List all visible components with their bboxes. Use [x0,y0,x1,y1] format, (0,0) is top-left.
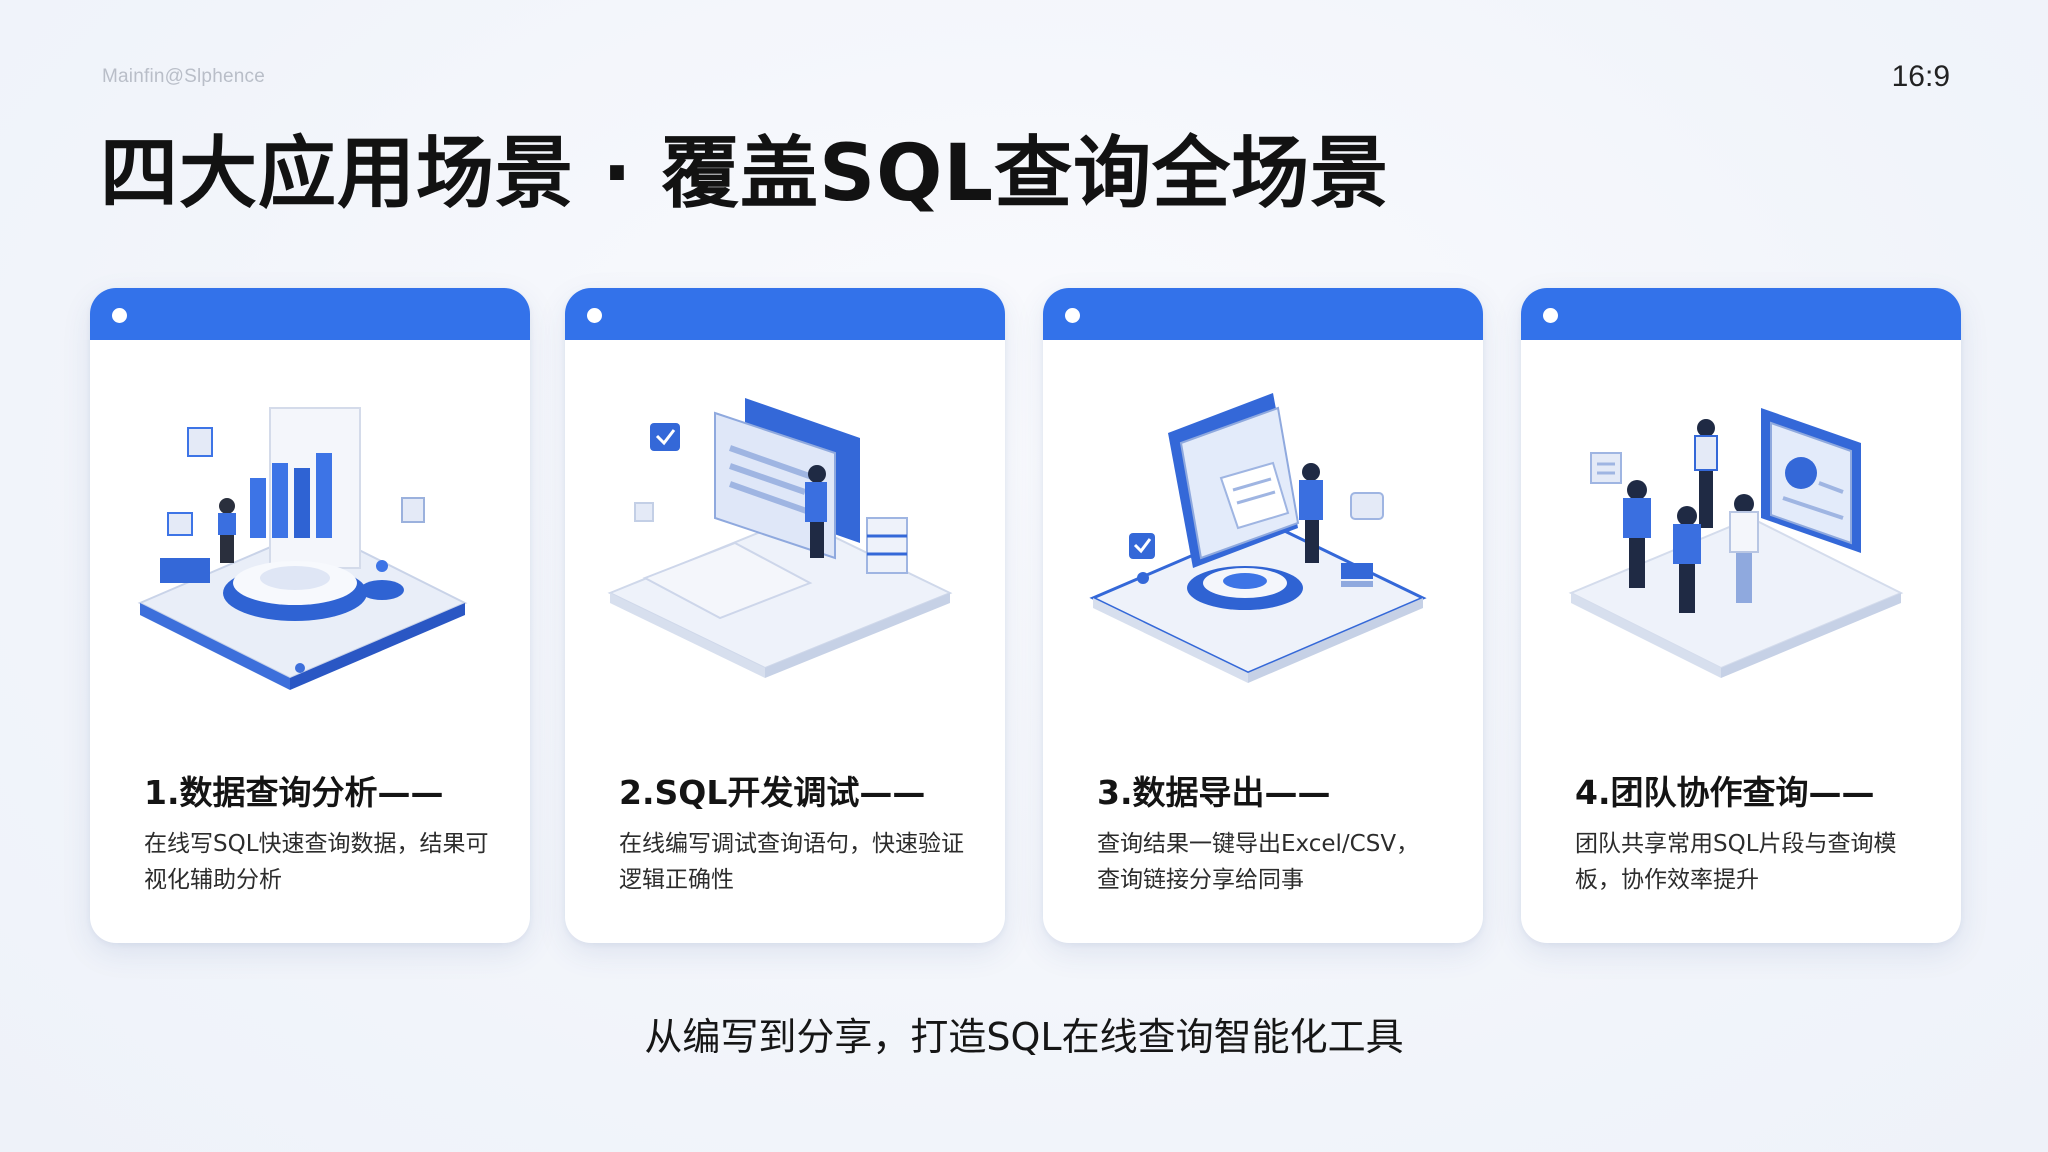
card-title: 2.SQL开发调试—— [619,773,926,812]
card-title: 3.数据导出—— [1097,773,1331,812]
watermark: Mainfin@Slphence [102,66,265,87]
header-dot-icon [587,308,602,323]
card-header-bar [1521,288,1961,340]
card-title: 4.团队协作查询—— [1575,773,1875,812]
card-title: 1.数据查询分析—— [144,773,444,812]
card-description: 查询结果一键导出Excel/CSV，查询链接分享给同事 [1097,831,1420,893]
scenario-card-data-export: 3.数据导出—— 查询结果一键导出Excel/CSV，查询链接分享给同事 [1043,288,1483,943]
data-analysis-illustration [137,407,468,690]
card-description: 在线编写调试查询语句，快速验证逻辑正确性 [619,831,964,893]
scenario-card-team-collab: 4.团队协作查询—— 团队共享常用SQL片段与查询模板，协作效率提升 [1521,288,1961,943]
card-description: 团队共享常用SQL片段与查询模板，协作效率提升 [1575,831,1897,893]
team-collab-illustration [1568,408,1904,678]
page-title: 四大应用场景 · 覆盖SQL查询全场景 [100,129,1390,219]
sql-debug-illustration [607,398,953,678]
footer-tagline: 从编写到分享，打造SQL在线查询智能化工具 [644,1015,1404,1059]
header-dot-icon [1543,308,1558,323]
card-header-bar [90,288,530,340]
card-header-bar [1043,288,1483,340]
scenario-card-sql-debug: 2.SQL开发调试—— 在线编写调试查询语句，快速验证逻辑正确性 [565,288,1005,943]
data-export-illustration [1089,393,1427,683]
card-header-bar [565,288,1005,340]
aspect-ratio-label: 16:9 [1891,60,1950,93]
header-dot-icon [1065,308,1080,323]
header-dot-icon [112,308,127,323]
card-description: 在线写SQL快速查询数据，结果可视化辅助分析 [144,831,489,893]
scenario-card-data-analysis: 1.数据查询分析—— 在线写SQL快速查询数据，结果可视化辅助分析 [90,288,530,943]
